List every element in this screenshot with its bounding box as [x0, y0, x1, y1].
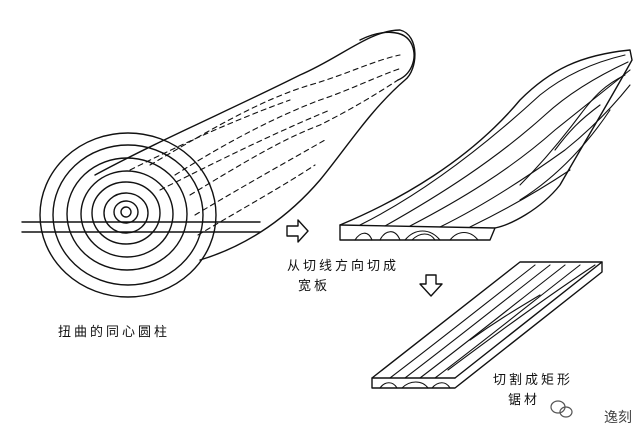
twisted-log [21, 29, 416, 298]
log-caption: 扭曲的同心圆柱 [58, 325, 171, 340]
log-far-end [359, 31, 415, 81]
board-caption-line1: 从切线方向切成 [287, 259, 400, 274]
wide-board [339, 49, 633, 241]
lumber-grain [389, 264, 596, 379]
board-outline [339, 49, 633, 241]
lumber-top-right [454, 261, 603, 379]
board-grain [359, 54, 631, 228]
wechat-icon [550, 400, 573, 418]
lumber-outline [371, 261, 603, 389]
lumber-caption-line1: 切割成矩形 [493, 373, 574, 388]
watermark: 逸刻 [604, 407, 632, 427]
log-grain-dashes [129, 54, 403, 236]
lumber-end-grain [379, 381, 451, 389]
board-caption-line2: 宽板 [298, 279, 331, 294]
board-front-top [339, 224, 496, 229]
lumber-caption-line2: 锯材 [508, 393, 541, 408]
log-outline [94, 29, 416, 261]
arrow-right-icon [286, 219, 309, 243]
watermark-text: 逸刻 [604, 410, 632, 426]
log-end-rings [39, 132, 217, 298]
rectangular-lumber [371, 261, 603, 389]
log-cut-lines [21, 221, 261, 233]
board-end-grain [354, 230, 479, 241]
arrow-down-icon [419, 274, 443, 297]
